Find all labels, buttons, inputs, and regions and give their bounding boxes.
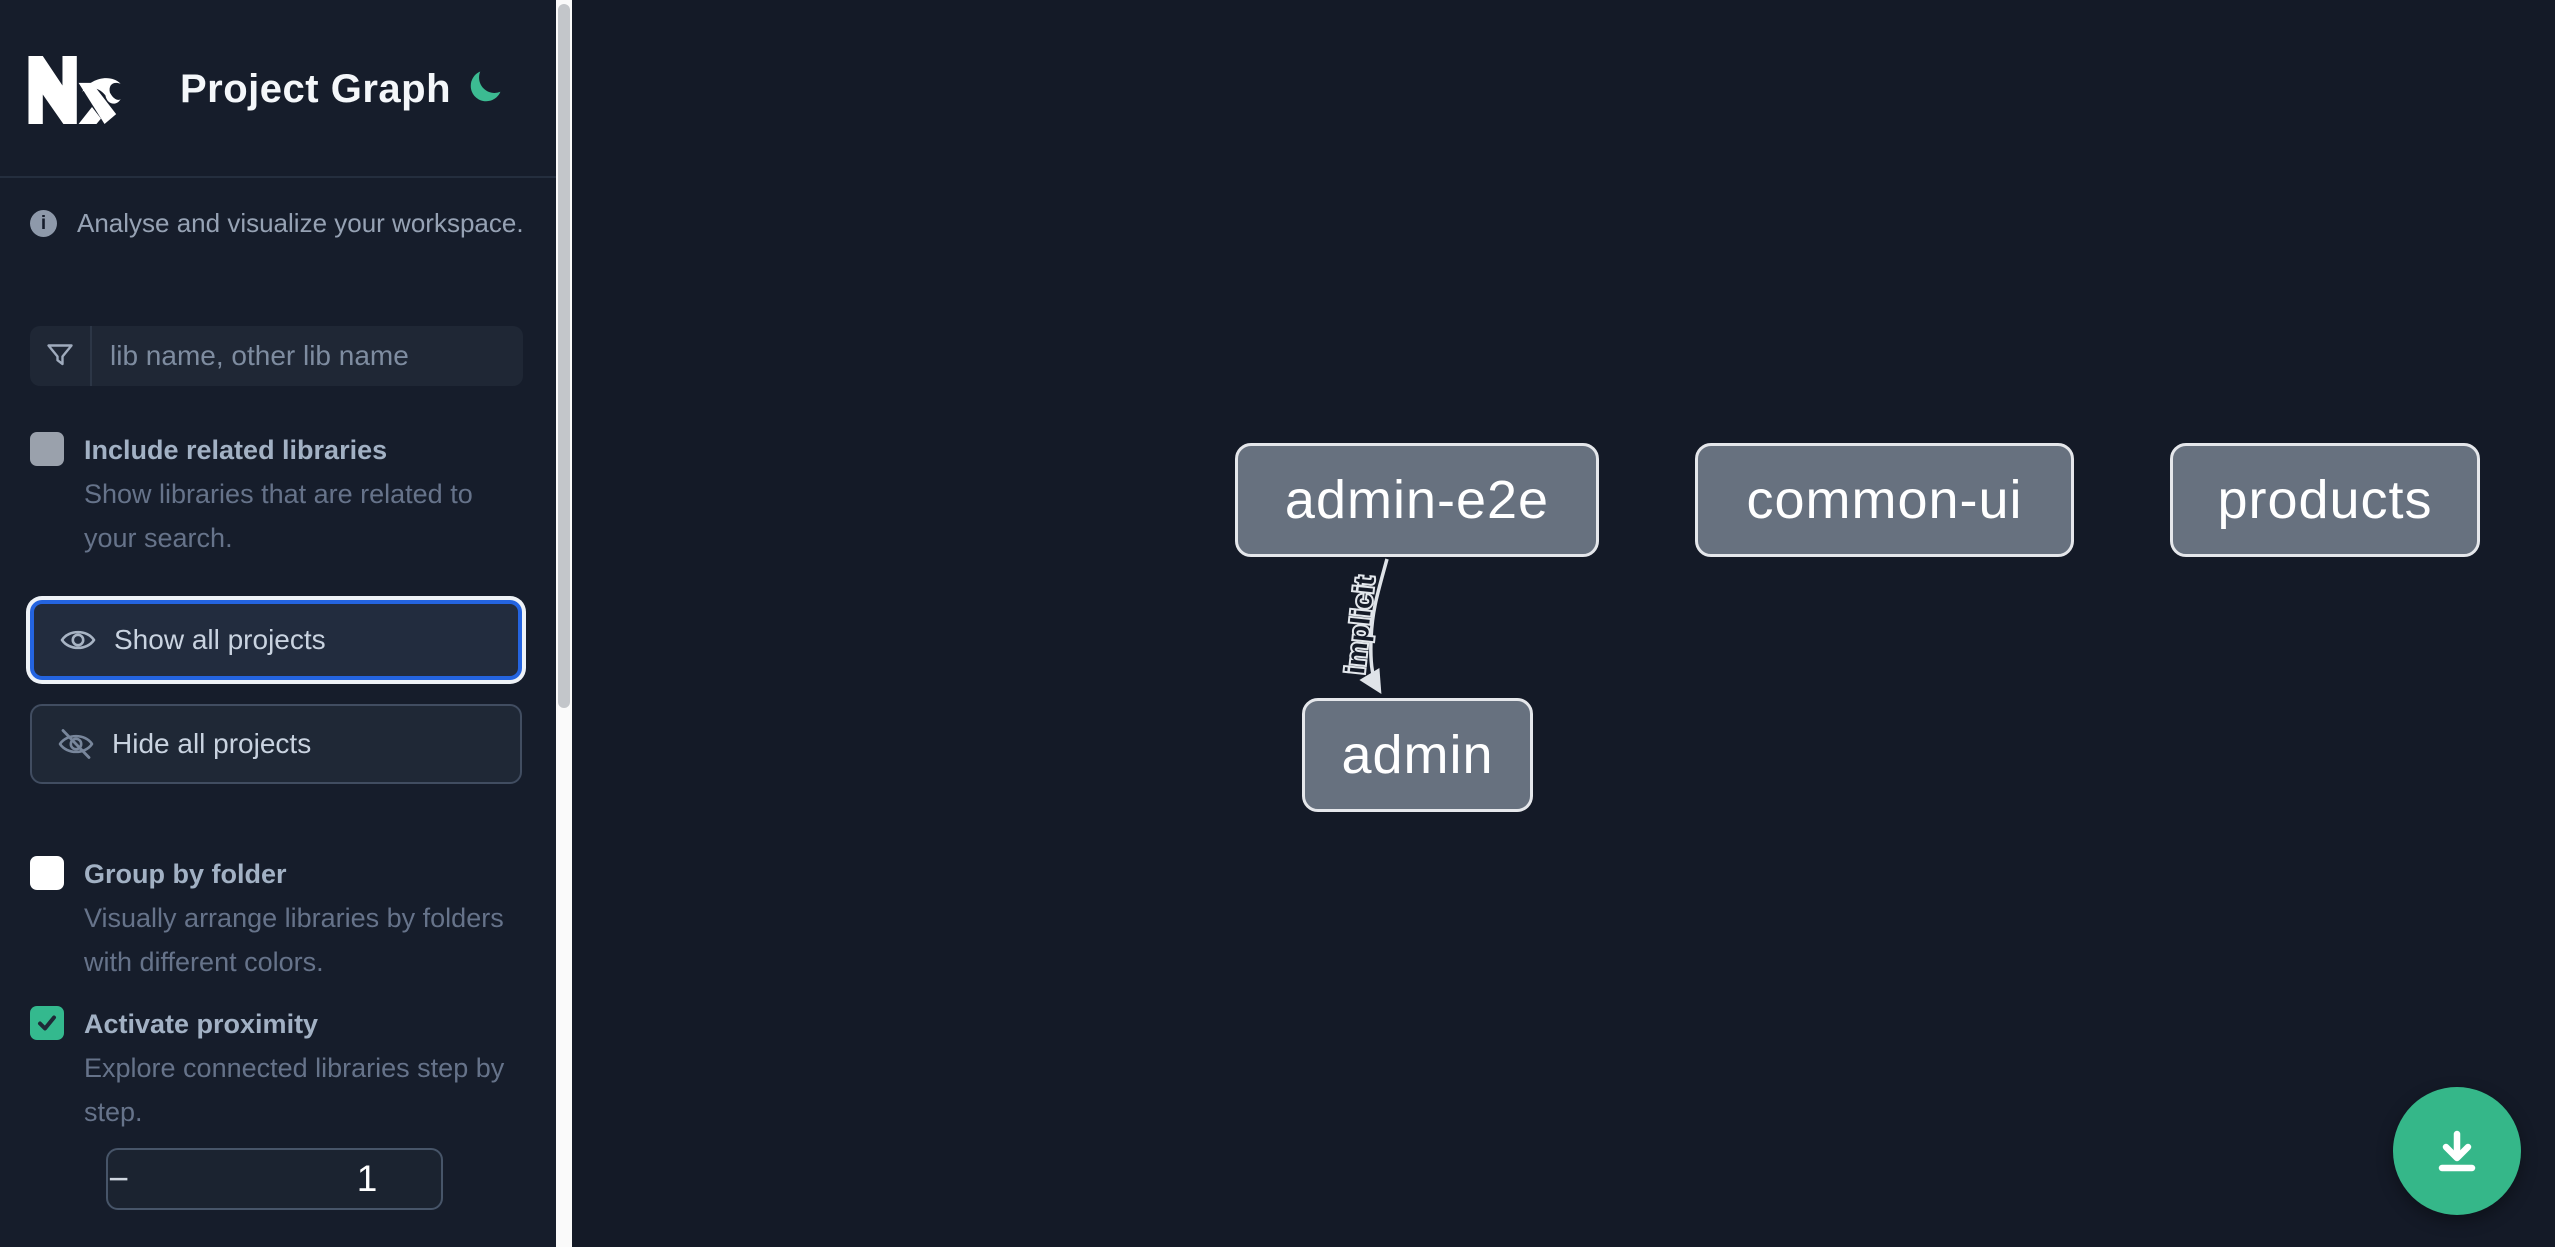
graph-node-common-ui[interactable]: common-ui — [1695, 443, 2074, 557]
activate-proximity-checkbox[interactable] — [30, 1006, 64, 1040]
proximity-stepper: − + — [106, 1148, 443, 1210]
graph-node-products[interactable]: products — [2170, 443, 2480, 557]
sidebar: Project Graph i Analyse and visualize yo… — [0, 0, 556, 1247]
graph-node-admin-e2e[interactable]: admin-e2e — [1235, 443, 1599, 557]
show-all-projects-button[interactable]: Show all projects — [30, 600, 522, 680]
filter-input[interactable] — [92, 326, 523, 386]
tagline: Analyse and visualize your workspace. — [77, 208, 524, 238]
hide-all-projects-label: Hide all projects — [112, 728, 312, 759]
eye-slash-icon — [58, 729, 94, 759]
download-graph-button[interactable] — [2393, 1087, 2521, 1215]
activate-proximity-label[interactable]: Activate proximity — [84, 1009, 319, 1039]
include-related-checkbox[interactable] — [30, 432, 64, 466]
download-icon — [2438, 1130, 2476, 1172]
sidebar-scrollbar-track — [556, 0, 572, 1247]
hide-all-projects-button[interactable]: Hide all projects — [30, 704, 522, 784]
show-all-projects-label: Show all projects — [114, 624, 326, 655]
group-by-folder-checkbox[interactable] — [30, 856, 64, 890]
filter-box — [30, 326, 523, 386]
edge-label-admin-e2e-admin: implicit — [1340, 574, 1380, 675]
graph-node-admin[interactable]: admin — [1302, 698, 1533, 812]
page-title: Project Graph — [180, 66, 452, 111]
edge-admin-e2e-admin — [1359, 558, 1389, 695]
graph-canvas[interactable]: implicitimplicit admin-e2e common-ui produ… — [572, 0, 2555, 1247]
group-by-folder-label[interactable]: Group by folder — [84, 859, 287, 889]
eye-icon — [60, 630, 96, 650]
funnel-icon — [30, 326, 92, 386]
checkmark-icon — [38, 1015, 56, 1031]
proximity-value-input[interactable] — [129, 1150, 441, 1208]
group-by-folder-description: Visually arrange libraries by folders wi… — [84, 903, 504, 977]
include-related-description: Show libraries that are related to your … — [84, 479, 473, 553]
nx-logo — [28, 56, 121, 124]
sidebar-header: Project Graph — [0, 0, 556, 178]
graph-edges-svg: implicitimplicit — [1338, 558, 1389, 695]
workspace-info-row: i Analyse and visualize your workspace. — [30, 208, 524, 239]
sidebar-scrollbar-thumb[interactable] — [558, 4, 570, 708]
info-icon: i — [30, 210, 57, 237]
activate-proximity-description: Explore connected libraries step by step… — [84, 1053, 505, 1127]
include-related-label[interactable]: Include related libraries — [84, 435, 388, 465]
moon-icon[interactable] — [466, 68, 504, 106]
graph-edges-layer: implicitimplicit — [1338, 558, 1389, 695]
proximity-decrement-button[interactable]: − — [108, 1150, 129, 1208]
